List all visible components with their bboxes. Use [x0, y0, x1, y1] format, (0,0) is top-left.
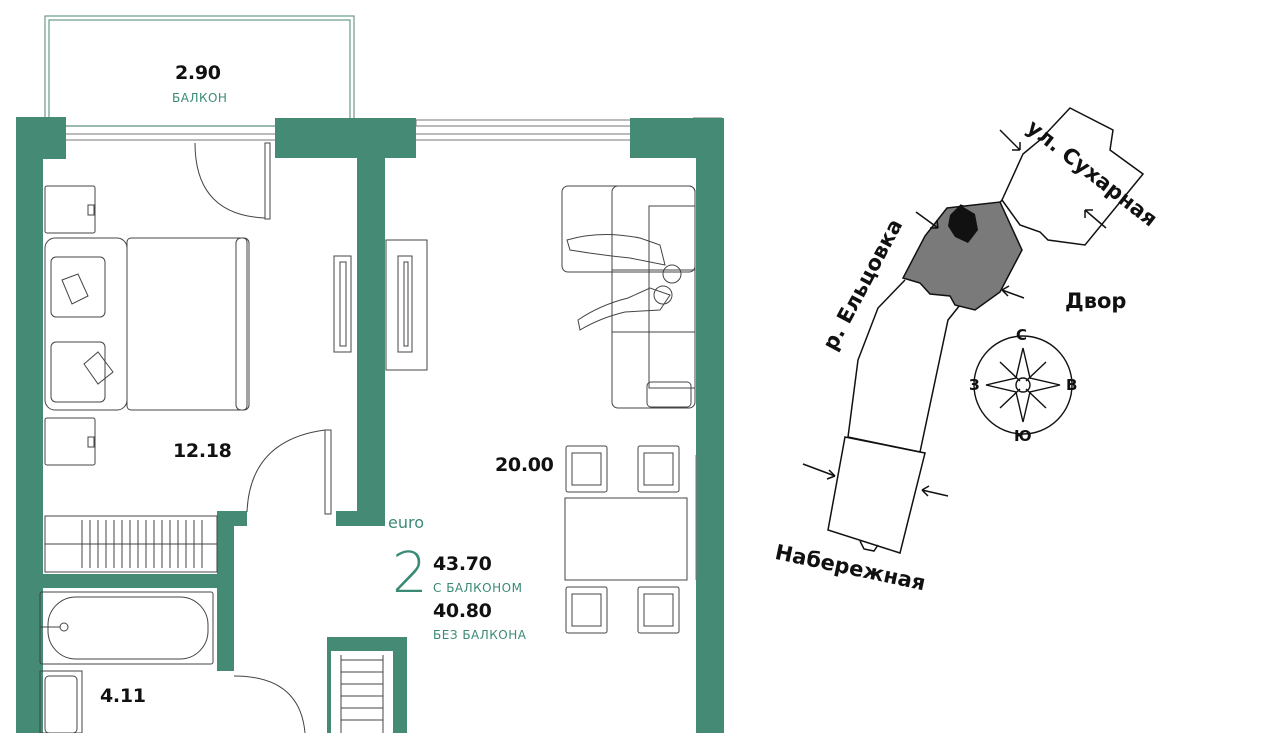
bedroom-area: 12.18	[173, 440, 232, 462]
apartment-type: euro	[388, 513, 424, 532]
bathroom-fixtures	[39, 591, 214, 733]
balcony	[44, 15, 355, 127]
area-without-balcony: 40.80	[433, 600, 492, 622]
yard-label: Двор	[1065, 289, 1127, 313]
compass-south: Ю	[1014, 427, 1032, 445]
area-with-balcony: 43.70	[433, 553, 492, 575]
sofa	[561, 185, 696, 409]
bathroom-area: 4.11	[100, 685, 146, 707]
with-balcony-label: С БАЛКОНОМ	[433, 581, 523, 595]
compass	[973, 335, 1073, 435]
tv-units	[333, 239, 428, 371]
compass-east: В	[1066, 376, 1078, 394]
living-area: 20.00	[495, 454, 554, 476]
dining-table	[564, 445, 697, 634]
compass-west: З	[969, 376, 980, 394]
building-highlight	[901, 201, 1023, 311]
without-balcony-label: БЕЗ БАЛКОНА	[433, 628, 527, 642]
bed	[44, 185, 250, 466]
balcony-label: БАЛКОН	[172, 91, 228, 105]
doors	[194, 142, 332, 733]
entrance-arrows	[802, 129, 1107, 497]
compass-north: С	[1016, 326, 1028, 344]
walls	[16, 117, 724, 733]
radiator	[44, 515, 384, 733]
room-count: 2	[392, 541, 428, 606]
balcony-area: 2.90	[175, 62, 221, 84]
